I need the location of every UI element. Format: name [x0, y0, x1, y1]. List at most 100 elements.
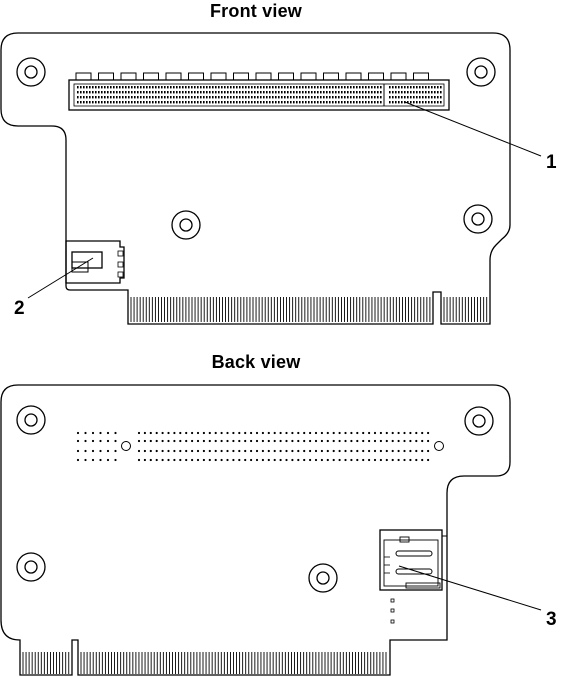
connector-pin	[440, 86, 442, 88]
connector-latch	[234, 73, 249, 80]
connector-pin	[395, 96, 397, 98]
pin-hole	[386, 432, 388, 434]
connector-pin	[320, 86, 322, 88]
connector-pin	[362, 91, 364, 93]
pin-hole	[209, 459, 211, 461]
pin-hole	[362, 450, 364, 452]
pin-hole	[327, 432, 329, 434]
pin-hole	[309, 432, 311, 434]
connector-pin	[215, 91, 217, 93]
connector-pin	[170, 96, 172, 98]
connector-pin	[437, 101, 439, 103]
connector-pin	[341, 96, 343, 98]
connector-pin	[401, 101, 403, 103]
pin-hole	[297, 450, 299, 452]
connector-pin	[149, 91, 151, 93]
pin-hole	[409, 459, 411, 461]
pin-hole	[427, 432, 429, 434]
connector-pin	[164, 96, 166, 98]
connector-latch	[324, 73, 339, 80]
pin-hole	[209, 450, 211, 452]
connector-pin	[440, 101, 442, 103]
pin-hole	[84, 432, 86, 434]
connector-pin	[374, 96, 376, 98]
connector-pin	[116, 96, 118, 98]
connector-pin	[368, 101, 370, 103]
pin-hole	[291, 459, 293, 461]
pin-hole	[150, 440, 152, 442]
connector-pin	[197, 91, 199, 93]
connector-pin	[275, 96, 277, 98]
connector-pin	[200, 91, 202, 93]
connector-pin	[122, 91, 124, 93]
pin-hole	[409, 440, 411, 442]
connector-pin	[380, 96, 382, 98]
pin-hole	[244, 459, 246, 461]
connector-pin	[254, 86, 256, 88]
pin-hole	[327, 440, 329, 442]
connector-pin	[341, 91, 343, 93]
pin-hole	[421, 432, 423, 434]
pin-hole	[191, 440, 193, 442]
connector-pin	[146, 86, 148, 88]
connector-pin	[284, 91, 286, 93]
connector-pin	[83, 101, 85, 103]
connector-pin	[242, 86, 244, 88]
connector-pin	[356, 91, 358, 93]
connector-pin	[236, 96, 238, 98]
pin-hole	[99, 459, 101, 461]
connector-pin	[398, 86, 400, 88]
connector-pin	[413, 86, 415, 88]
connector-pin	[410, 91, 412, 93]
connector-pin	[347, 86, 349, 88]
back-mounting-hole-left	[17, 553, 45, 581]
connector-pin	[392, 86, 394, 88]
connector-pin	[422, 96, 424, 98]
connector-pin	[275, 91, 277, 93]
connector-pin	[389, 96, 391, 98]
connector-pin	[344, 91, 346, 93]
pin-hole	[268, 459, 270, 461]
connector-pin	[95, 91, 97, 93]
connector-pin	[374, 101, 376, 103]
connector-pin	[281, 96, 283, 98]
connector-pin	[269, 96, 271, 98]
connector-latch	[76, 73, 91, 80]
connector-pin	[107, 91, 109, 93]
pin-hole	[374, 440, 376, 442]
connector-pin	[293, 91, 295, 93]
connector-pin	[365, 86, 367, 88]
pin-hole	[392, 450, 394, 452]
connector-pin	[113, 101, 115, 103]
pin-hole	[386, 450, 388, 452]
connector-pin	[128, 86, 130, 88]
connector-pin	[365, 96, 367, 98]
pin-hole	[386, 459, 388, 461]
connector-pin	[173, 101, 175, 103]
connector-pin	[80, 101, 82, 103]
connector-pin	[116, 91, 118, 93]
pin-hole	[221, 432, 223, 434]
connector-pin	[347, 91, 349, 93]
connector-pin	[158, 101, 160, 103]
connector-pin	[185, 86, 187, 88]
pin-hole	[356, 432, 358, 434]
connector-pin	[113, 86, 115, 88]
pin-hole	[226, 440, 228, 442]
connector-pin	[155, 96, 157, 98]
connector-pin	[101, 96, 103, 98]
connector-pin	[125, 86, 127, 88]
pin-hole	[99, 440, 101, 442]
connector-pin	[398, 91, 400, 93]
connector-pin	[338, 101, 340, 103]
pin-hole	[144, 459, 146, 461]
pin-hole	[162, 459, 164, 461]
connector-pin	[296, 96, 298, 98]
connector-pin	[143, 96, 145, 98]
pin-hole	[392, 459, 394, 461]
connector-pin	[332, 101, 334, 103]
connector-pin	[431, 101, 433, 103]
connector-pin	[176, 96, 178, 98]
connector-pin	[104, 86, 106, 88]
connector-pin	[434, 96, 436, 98]
